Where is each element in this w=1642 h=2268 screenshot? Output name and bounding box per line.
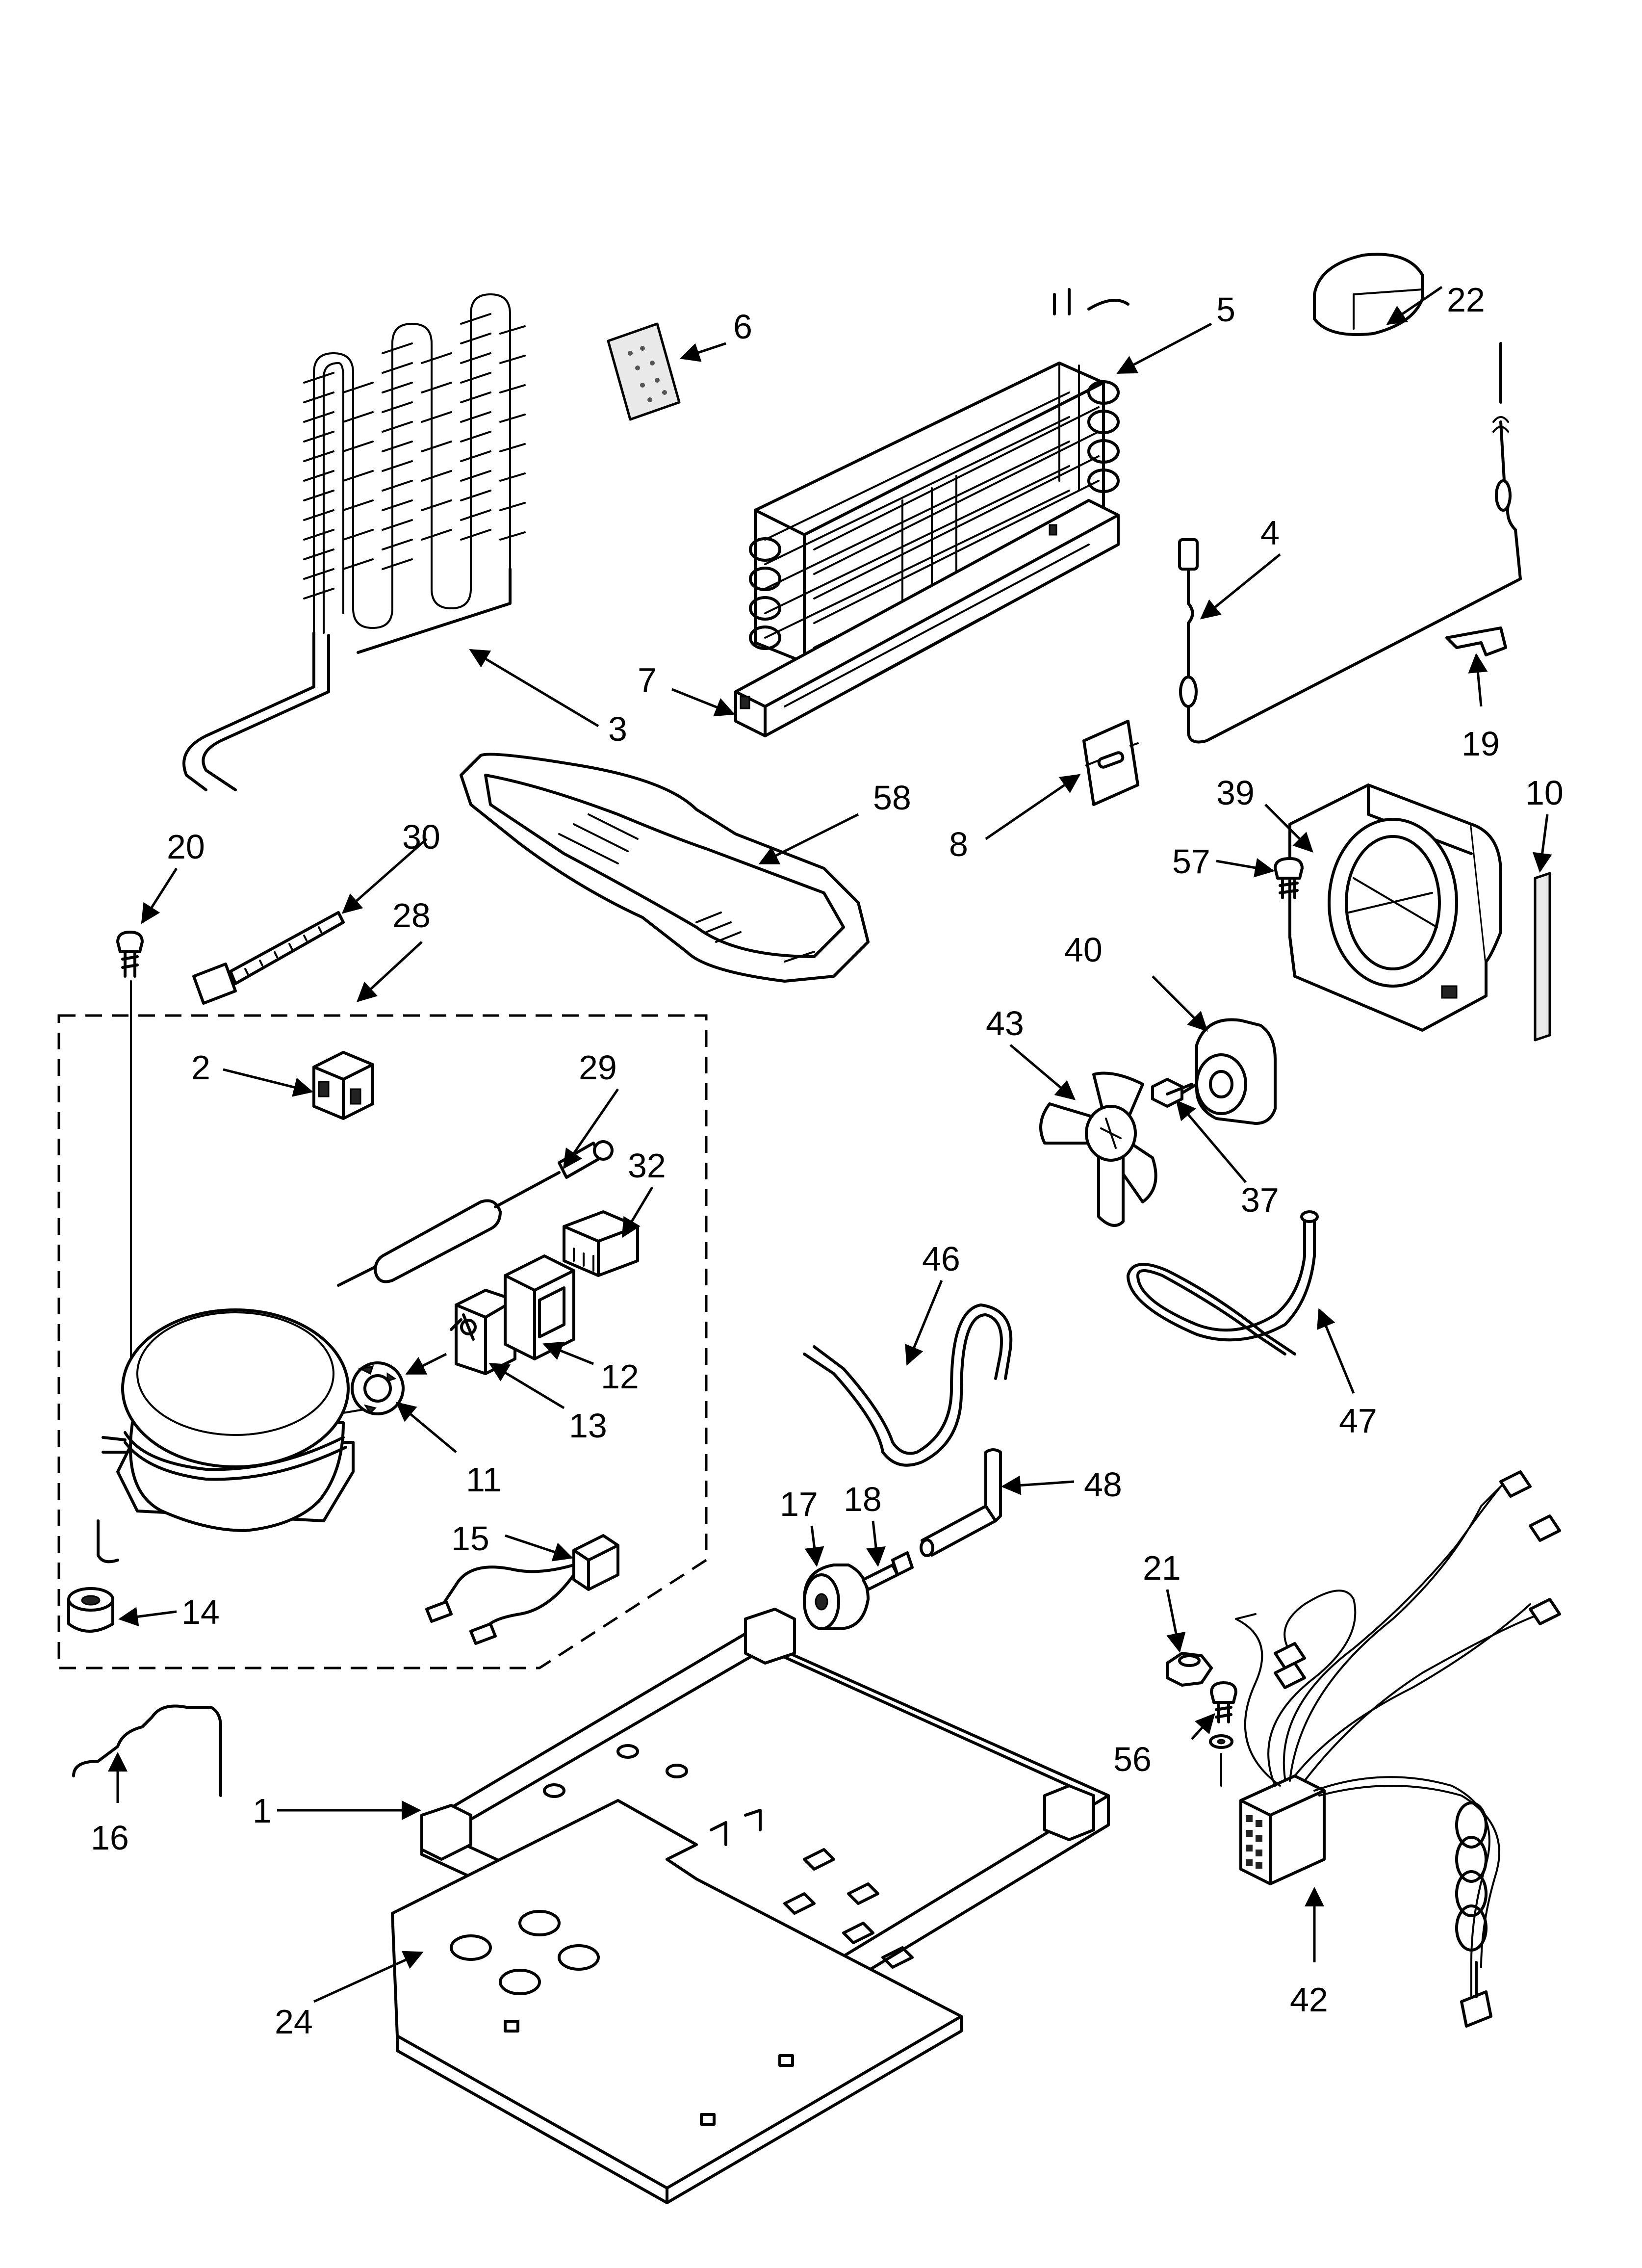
screw-56	[1209, 1681, 1237, 1787]
callout-12: 12	[601, 1357, 639, 1396]
terminal-cover	[504, 1254, 575, 1360]
callout-4: 4	[1260, 514, 1280, 552]
drain-pan	[460, 753, 870, 983]
callout-6: 6	[733, 308, 752, 346]
callout-16: 16	[91, 1819, 129, 1857]
callout-3: 3	[608, 710, 627, 748]
foam-cap	[1313, 253, 1424, 336]
callout-17: 17	[780, 1485, 818, 1523]
callout-15: 15	[451, 1519, 489, 1558]
callout-10: 10	[1525, 774, 1564, 812]
callout-21: 21	[1143, 1549, 1181, 1587]
cable-tie	[192, 911, 345, 1005]
callout-7: 7	[638, 661, 657, 699]
foam-strip	[1534, 872, 1551, 1042]
callout-48: 48	[1084, 1465, 1122, 1504]
callout-46: 46	[922, 1240, 960, 1278]
thermistor-harness	[1178, 342, 1522, 744]
wire-harness	[1235, 1470, 1561, 2028]
callout-5: 5	[1216, 290, 1235, 329]
callout-8: 8	[949, 825, 968, 863]
condenser	[182, 293, 526, 791]
drain-trough	[734, 499, 1120, 737]
fan-shroud	[1288, 783, 1502, 1032]
fan-blade	[1039, 1071, 1157, 1227]
callout-28: 28	[392, 896, 431, 935]
filter-pad	[607, 322, 681, 421]
fan-motor	[1171, 1018, 1277, 1125]
callout-13: 13	[569, 1407, 607, 1445]
nut-37	[1151, 1078, 1193, 1108]
callout-14: 14	[181, 1593, 220, 1631]
callout-30: 30	[402, 818, 440, 856]
callout-labels: 6 5 22 4 3 7 19 58 8 39 57 10 20 30 28 4…	[91, 281, 1564, 2041]
callout-32: 32	[628, 1147, 666, 1185]
nut-21	[1166, 1652, 1213, 1687]
compressor-kit-outline	[57, 1014, 708, 1669]
evaporator	[749, 288, 1129, 664]
callout-57: 57	[1172, 842, 1210, 881]
callout-58: 58	[873, 779, 911, 817]
wire-clip	[72, 1704, 222, 1797]
callout-47: 47	[1339, 1402, 1377, 1440]
callout-22: 22	[1447, 281, 1485, 319]
compressor	[97, 1308, 374, 1564]
callout-18: 18	[844, 1480, 882, 1518]
overload-protector	[351, 1361, 405, 1415]
insulation-plate	[391, 1799, 963, 2204]
capacitor	[563, 1210, 639, 1277]
callout-39: 39	[1216, 774, 1255, 812]
leader-lines	[108, 286, 1552, 2003]
callout-40: 40	[1064, 931, 1103, 969]
screw-20	[116, 931, 144, 1399]
callout-1: 1	[253, 1792, 272, 1830]
callout-19: 19	[1462, 725, 1500, 763]
compressor-harness	[425, 1534, 619, 1645]
callout-29: 29	[579, 1048, 617, 1087]
tube-46	[803, 1303, 1013, 1467]
bolt-18	[862, 1551, 914, 1591]
screw-57	[1274, 857, 1304, 899]
grommet	[67, 1587, 114, 1633]
callout-20: 20	[167, 828, 205, 866]
tube-48	[920, 1448, 1002, 1557]
callout-37: 37	[1241, 1181, 1279, 1219]
callout-24: 24	[275, 2003, 313, 2041]
roller	[803, 1564, 870, 1630]
callout-56: 56	[1113, 1740, 1152, 1778]
callout-2: 2	[191, 1048, 210, 1087]
tube-47	[1127, 1210, 1319, 1356]
callout-11: 11	[466, 1460, 502, 1499]
callout-42: 42	[1290, 1981, 1328, 2019]
bracket	[1082, 720, 1139, 806]
callout-43: 43	[986, 1004, 1024, 1043]
clip	[1445, 626, 1507, 656]
relay	[312, 1051, 374, 1120]
